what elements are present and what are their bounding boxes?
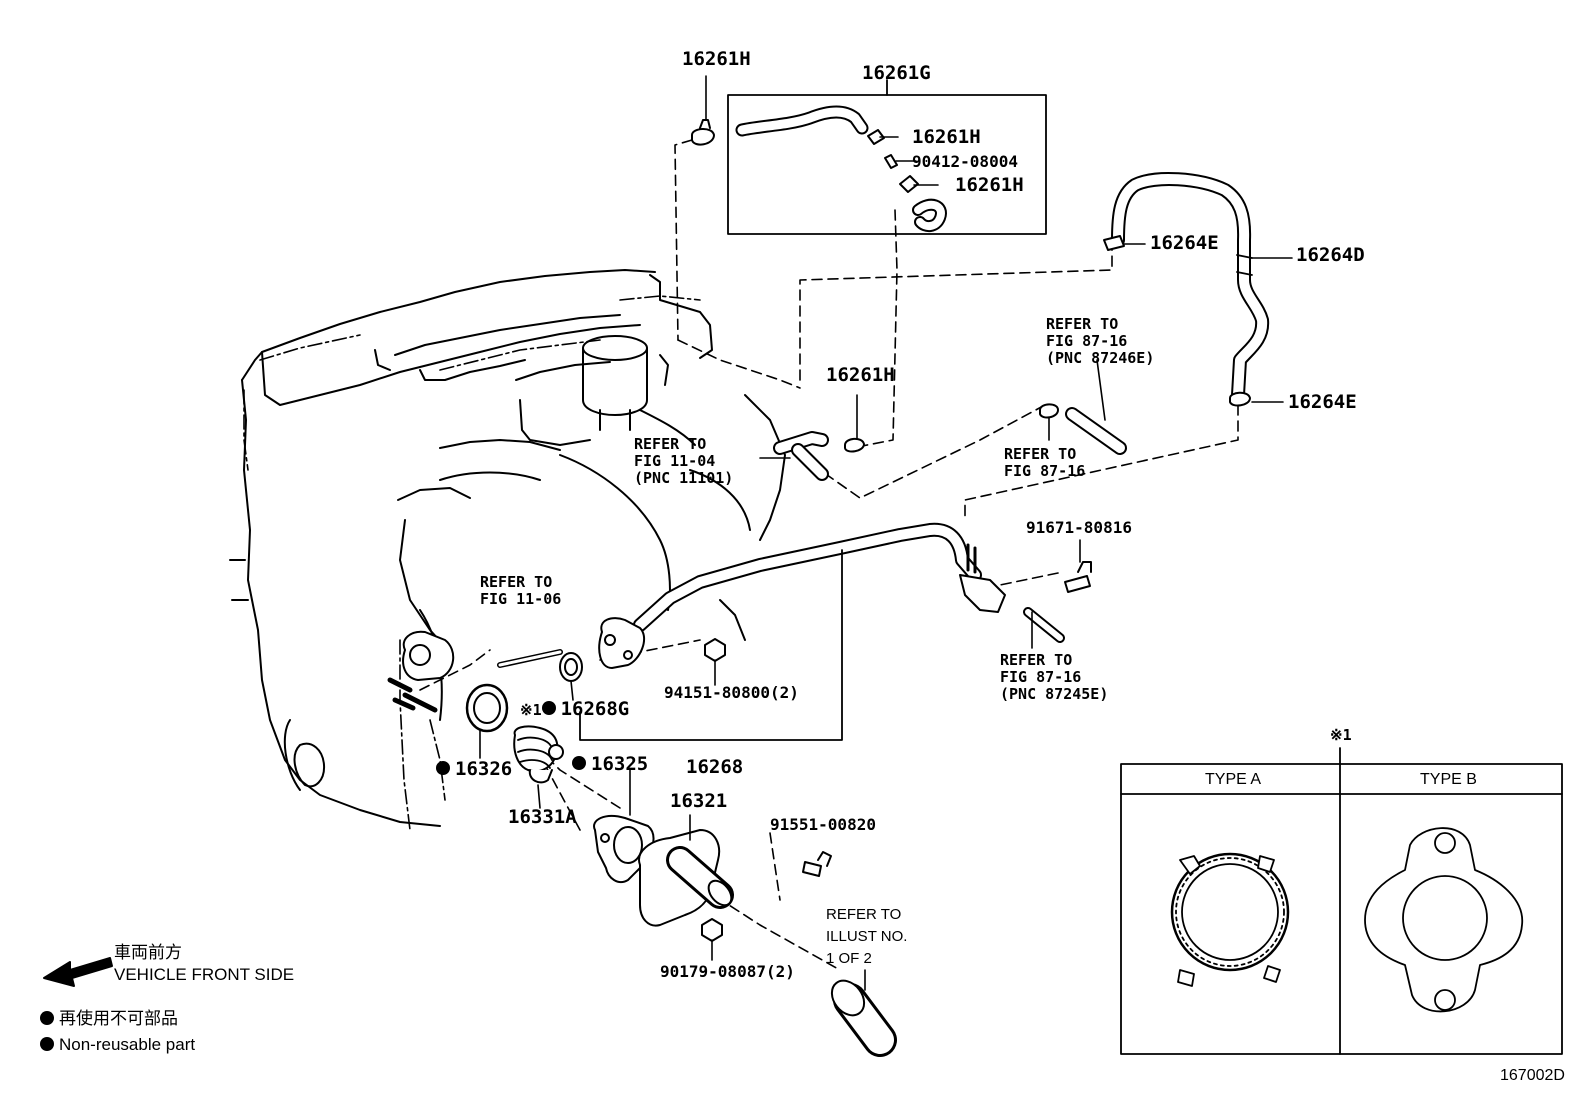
fitting-mid [773,394,865,481]
label-leaders [759,359,1106,649]
label-90412: 90412-08004 [912,152,1018,171]
housing-16321 [638,814,832,961]
front-arrow [43,957,113,987]
label-91551: 91551-00820 [770,815,876,834]
label-16268: 16268 [686,756,744,778]
type-a-header: TYPE A [1205,771,1262,788]
pipe-16268 [579,522,1006,741]
engine-block [229,269,786,827]
label-16261H-top: 16261H [682,48,751,70]
engine-hidden-lines [243,295,701,831]
hose-16264D [1103,171,1293,407]
label-16264E-top: 16264E [1150,232,1219,254]
label-94151: 94151-80800(2) [664,683,799,702]
clamp-16261H-top [691,75,715,146]
label-16326: 16326 [436,760,512,779]
gasket-16268G [559,652,583,701]
left-gasket [387,630,455,713]
hose-bottom [830,969,897,1057]
label-16264D: 16264D [1296,244,1365,266]
clamp-87-16 [1039,403,1127,455]
label-90179: 90179-08087(2) [660,962,795,981]
label-16261H-b: 16261H [955,174,1024,196]
label-mark-1-typebox: ※1 [1330,726,1352,744]
label-16331A: 16331A [508,806,577,828]
legend-front-en: VEHICLE FRONT SIDE [114,965,295,984]
bolts [497,539,1092,686]
legend-nonreuse-en: Non-reusable part [40,1036,195,1053]
box-16261G [727,79,1047,235]
label-16325: 16325 [572,755,648,774]
legend-front-jp: 車両前方 [114,943,182,962]
label-91671: 91671-80816 [1026,518,1132,537]
dashed-leaders [419,139,1239,971]
seal-16326 [465,683,509,759]
legend-nonreuse-jp: 再使用不可部品 [40,1010,178,1027]
type-box [1120,747,1563,1055]
label-16261G: 16261G [862,62,931,84]
figure-code: 167002D [1500,1067,1565,1084]
label-16261H-a: 16261H [912,126,981,148]
thermostat-16331A [513,725,564,809]
type-b-header: TYPE B [1420,771,1477,788]
label-16261H-mid: 16261H [826,364,895,386]
intake-neck [582,335,669,431]
label-16264E-bot: 16264E [1288,391,1357,413]
label-16321: 16321 [670,790,728,812]
